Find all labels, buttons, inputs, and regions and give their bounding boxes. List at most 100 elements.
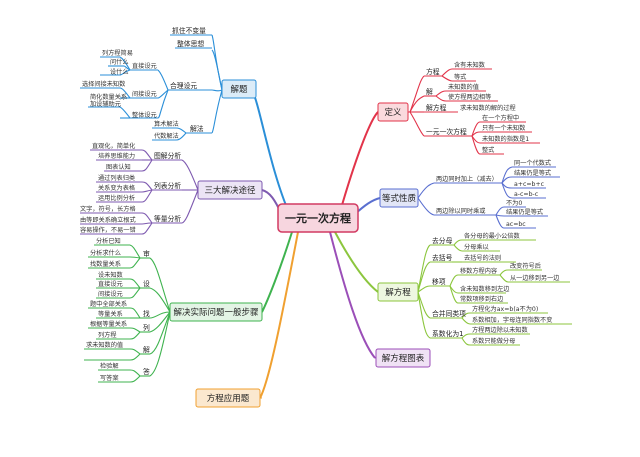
three-c-item-0: 文字，符号，长方格 (80, 205, 136, 213)
branch-three[interactable]: 三大解决途径 (197, 180, 263, 200)
solve-c-item-3: 含未知数移到左边 (460, 285, 510, 293)
practice-item-8: 根据等量关系 (90, 320, 127, 328)
practice-item-12: 写答案 (100, 374, 119, 382)
branch-jieti-box (221, 79, 257, 99)
equal-a-item-3: a-c=b-c (514, 191, 539, 198)
three-c-item-1: 由等即关系确立根式 (80, 216, 136, 224)
solve-sub-c: 移项 (432, 277, 446, 286)
def-b-item-1: 使方程两边相等 (448, 93, 491, 101)
center-title: 一元一次方程 (285, 211, 351, 225)
solve-a-item-2: 去括号的法则 (464, 254, 501, 262)
solve-c-item-4: 常数项移到右边 (460, 295, 504, 303)
equal-b-item-1: 结果仍是等式 (506, 208, 543, 216)
def-c-item-0: 求未知数的解的过程 (460, 104, 516, 112)
connectors-solve (334, 231, 572, 346)
equal-b-item-2: ac=bc (506, 221, 526, 228)
jieti-c-item-7: 加设辅助元 (90, 100, 121, 108)
branch-solve-label: 解方程 (385, 287, 411, 298)
practice-item-10: 求未知数的值 (86, 341, 123, 349)
jieti-c-item-6: 简化数量关系 (90, 93, 127, 101)
jieti-c-item-2: 设什么 (110, 68, 129, 76)
solve-d-item-0: 方程化为ax=b(a不为0) (472, 305, 538, 313)
def-d-item-2: 未知数的指数是1 (482, 135, 529, 143)
jieti-c-item-3: 直接设元 (132, 62, 157, 70)
center-topic[interactable]: 一元一次方程 (277, 203, 359, 233)
branch-practice-box (169, 302, 263, 322)
solve-sub-d: 合并同类项 (432, 309, 466, 318)
three-b-item-2: 运用比例分析 (98, 194, 135, 202)
def-sub-c: 解方程 (426, 103, 447, 112)
solve-c-item-2: 从一边移到另一边 (510, 274, 560, 282)
practice-item-11: 检验解 (100, 362, 119, 370)
def-sub-d: 一元一次方程 (426, 127, 467, 136)
branch-solve-box (377, 282, 419, 302)
jieti-c-item-0: 列方程简易 (102, 49, 133, 57)
three-a-item-1: 培养思维能力 (98, 152, 135, 160)
branch-def[interactable]: 定义 (377, 102, 409, 122)
practice-step-0: 审 (143, 249, 150, 258)
practice-item-6: 题中全部关系 (90, 300, 127, 308)
solve-d-item-1: 系数相加，字母连同指数不变 (472, 316, 552, 324)
jieti-c-item-1: 问什么 (110, 58, 129, 66)
equal-sub-b: 两边除以同时乘或 (436, 207, 486, 215)
branch-chart-box (375, 348, 431, 368)
three-b-item-0: 通过列表归类 (98, 174, 135, 182)
center-box (277, 203, 359, 233)
branch-practice-label: 解决实际问题一般步骤 (173, 307, 259, 318)
three-a-item-0: 直观化，简单化 (92, 142, 135, 150)
jieti-d-item-1: 代数解法 (154, 132, 179, 140)
def-d-item-1: 只有一个未知数 (482, 124, 526, 132)
jieti-sub-b: 整体思想 (177, 39, 204, 48)
branch-apply-label: 方程应用题 (207, 393, 250, 404)
solve-e-item-1: 系数只能做分母 (472, 337, 515, 345)
equal-b-item-0: 不为0 (506, 199, 522, 207)
branch-equal[interactable]: 等式性质 (379, 188, 419, 208)
branch-equal-box (379, 188, 419, 208)
three-a-item-2: 图表认知 (106, 163, 131, 171)
solve-sub-b: 去括号 (432, 253, 453, 262)
branch-three-label: 三大解决途径 (204, 185, 256, 196)
jieti-sub-c: 合理设元 (170, 81, 197, 90)
jieti-sub-d: 解法 (190, 124, 204, 133)
def-a-item-1: 等式 (454, 73, 466, 81)
solve-a-item-1: 分母乘以 (464, 243, 489, 251)
equal-a-item-1: 结果仍是等式 (514, 169, 551, 177)
branch-jieti-label: 解题 (230, 84, 248, 95)
equal-a-item-0: 同一个代数式 (514, 159, 551, 167)
solve-e-item-0: 方程两边除以未知数 (472, 326, 528, 334)
branch-practice[interactable]: 解决实际问题一般步骤 (169, 302, 263, 322)
practice-item-7: 等量关系 (98, 310, 123, 318)
branch-equal-label: 等式性质 (382, 193, 417, 204)
jieti-d-item-0: 算术解法 (154, 120, 179, 128)
def-d-item-3: 整式 (482, 146, 494, 154)
three-c-item-2: 容易操作，不易一错 (80, 226, 136, 234)
branch-chart-label: 解方程图表 (382, 353, 425, 364)
def-a-item-0: 含有未知数 (454, 61, 486, 69)
jieti-c-item-8: 整体设元 (132, 111, 157, 119)
practice-step-2: 找 (143, 309, 150, 318)
def-d-item-0: 在一个方程中 (482, 114, 519, 122)
solve-c-item-1: 改变符号后 (510, 262, 541, 270)
practice-item-2: 找数量关系 (90, 260, 121, 268)
practice-item-5: 间接设元 (98, 290, 123, 298)
practice-item-1: 分析求什么 (90, 249, 121, 257)
branch-def-label: 定义 (384, 107, 402, 118)
practice-item-3: 设未知数 (98, 271, 124, 279)
practice-item-4: 直接设元 (98, 280, 123, 288)
three-sub-c: 等量分析 (154, 214, 181, 223)
practice-item-9: 列方程 (98, 331, 117, 339)
def-sub-b: 解 (426, 87, 433, 96)
solve-c-item-0: 移数方程内容 (460, 267, 497, 275)
branch-jieti[interactable]: 解题 (221, 79, 257, 99)
solve-sub-a: 去分母 (432, 236, 453, 245)
branch-solve[interactable]: 解方程 (377, 282, 419, 302)
branch-apply[interactable]: 方程应用题 (195, 388, 261, 408)
branch-def-box (377, 102, 409, 122)
def-b-item-0: 未知数的值 (448, 83, 479, 91)
three-sub-b: 列表分析 (154, 181, 181, 190)
branch-chart[interactable]: 解方程图表 (375, 348, 431, 368)
solve-sub-e: 系数化为1 (432, 329, 464, 338)
connectors-equal (354, 166, 560, 229)
jieti-c-item-4: 选择间接未知数 (82, 80, 126, 88)
